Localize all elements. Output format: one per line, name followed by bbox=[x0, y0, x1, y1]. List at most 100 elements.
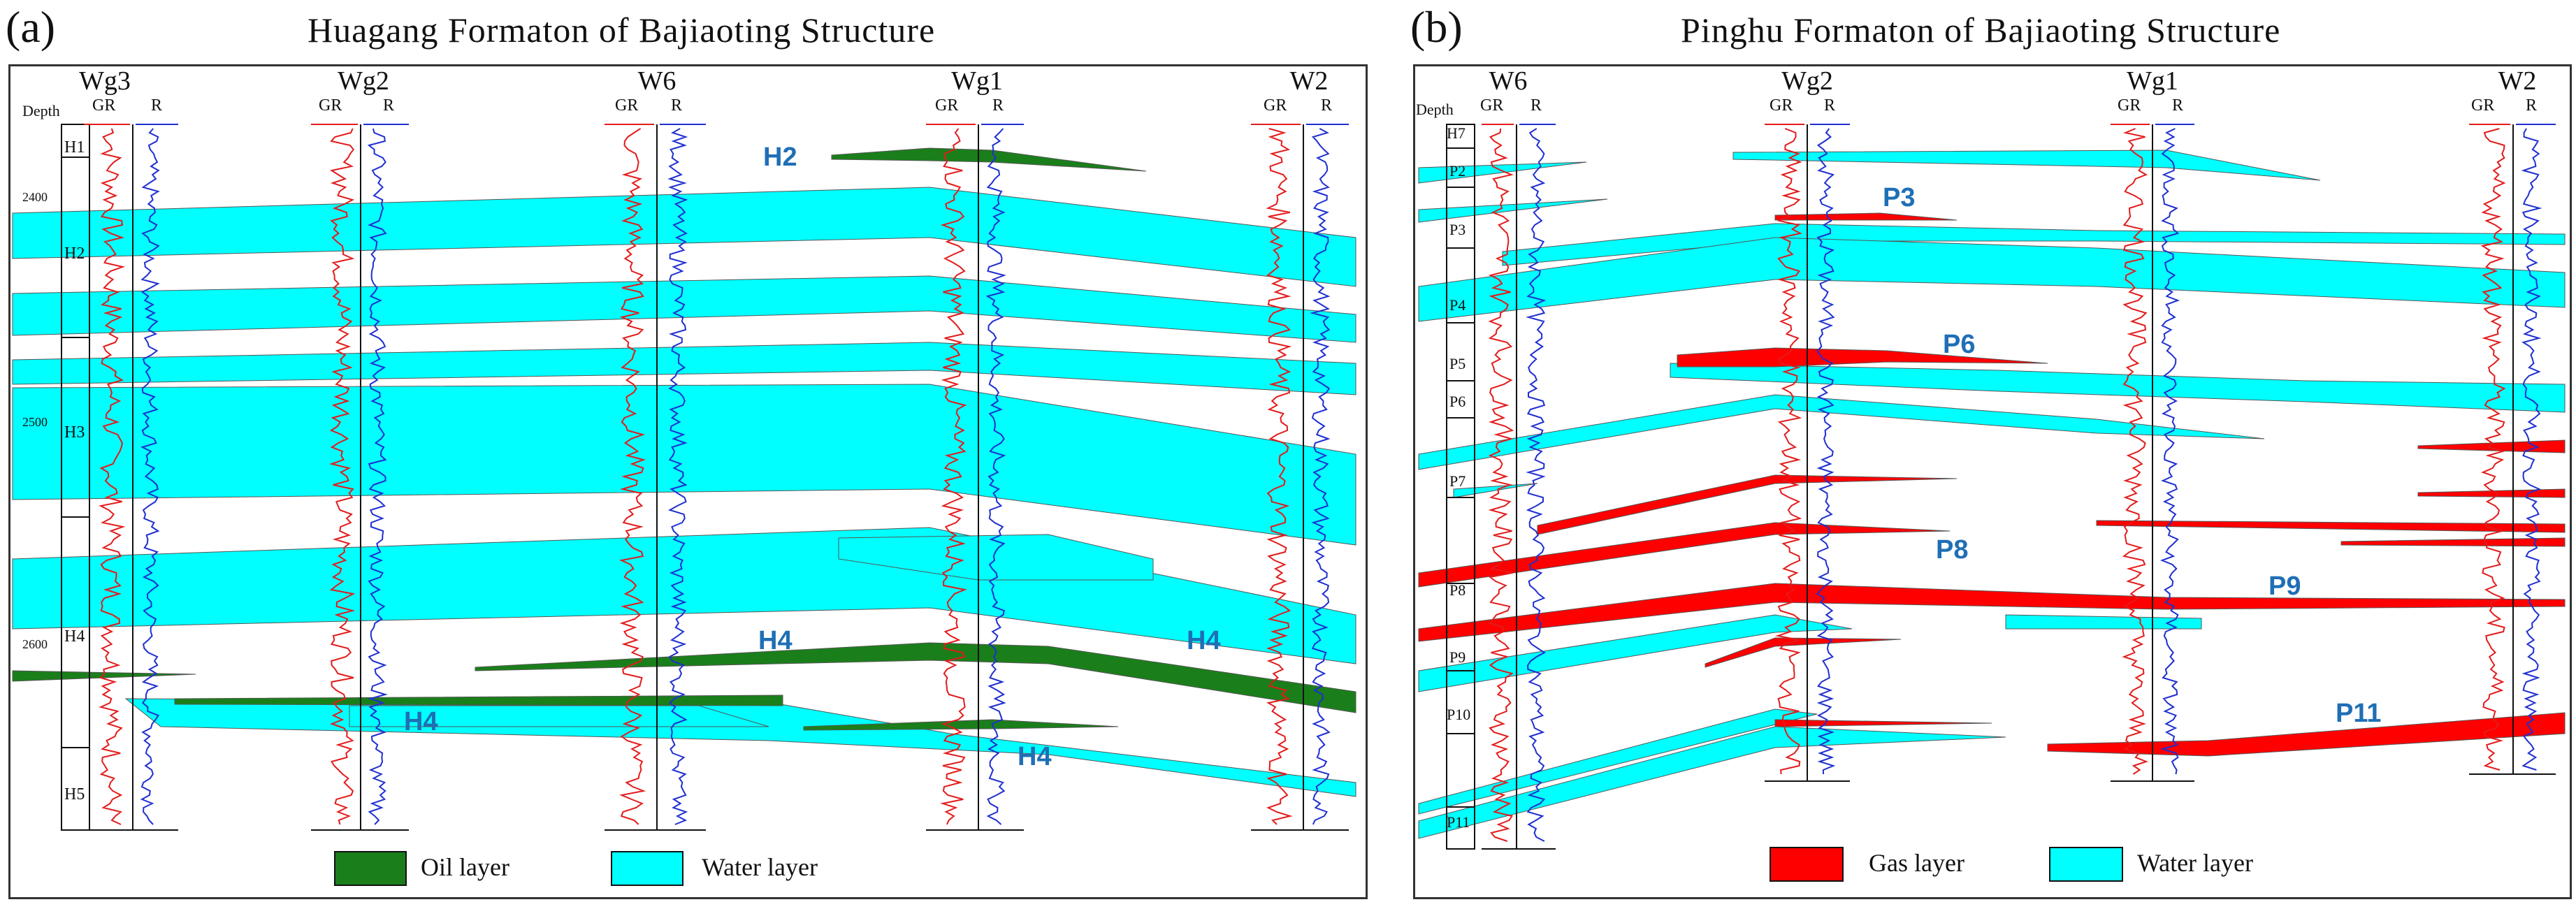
gr-log-curve bbox=[1266, 128, 1293, 825]
gas-layer bbox=[1418, 583, 2566, 642]
water-layer bbox=[12, 527, 1356, 664]
zone-label-h4: H4 bbox=[64, 627, 85, 646]
r-label: R bbox=[1824, 96, 1836, 115]
r-label: R bbox=[383, 96, 395, 115]
oil-layer bbox=[831, 147, 1147, 172]
r-log-curve bbox=[2521, 128, 2542, 771]
zone-label-p2: P2 bbox=[1449, 162, 1466, 180]
r-label: R bbox=[1531, 96, 1542, 115]
r-label: R bbox=[151, 96, 163, 115]
well-name-wg2: Wg2 bbox=[1781, 66, 1833, 96]
zone-label-p7: P7 bbox=[1449, 472, 1466, 490]
zone-label-h3: H3 bbox=[64, 423, 85, 442]
gr-label: GR bbox=[1770, 96, 1793, 115]
depth-tick-label: 2400 bbox=[22, 190, 48, 204]
water-layer bbox=[12, 342, 1356, 395]
r-label: R bbox=[2526, 96, 2538, 115]
water-layer bbox=[1418, 237, 2566, 322]
gr-log-curve bbox=[940, 128, 967, 825]
legend-water-label: Water layer bbox=[2137, 849, 2253, 877]
gr-label: GR bbox=[2471, 96, 2495, 115]
panel-b-depth-track bbox=[1446, 124, 1475, 850]
layer-label-p6: P6 bbox=[1943, 330, 1976, 359]
r-log-curve bbox=[667, 128, 688, 825]
layer-label-p9: P9 bbox=[2269, 572, 2301, 601]
gas-layer bbox=[1774, 212, 1958, 221]
zone-label-p3: P3 bbox=[1449, 221, 1466, 238]
water-layer bbox=[2005, 614, 2202, 630]
gas-layer bbox=[1537, 474, 1958, 535]
r-log-curve bbox=[1526, 128, 1547, 842]
water-layer bbox=[124, 698, 1356, 797]
gr-label: GR bbox=[1264, 96, 1287, 115]
depth-tick-label: 2600 bbox=[22, 637, 48, 651]
zone-label-p5: P5 bbox=[1449, 355, 1466, 372]
oil-layer bbox=[174, 695, 783, 706]
gr-label: GR bbox=[935, 96, 959, 115]
well-name-w6: W6 bbox=[637, 66, 676, 96]
panel-b-frame bbox=[1413, 64, 2572, 899]
gr-log-curve bbox=[328, 128, 356, 825]
well-name-wg3: Wg3 bbox=[79, 66, 131, 96]
water-layer bbox=[12, 187, 1356, 287]
gr-label: GR bbox=[319, 96, 342, 115]
legend-water-swatch bbox=[2049, 847, 2123, 882]
r-log-curve bbox=[1310, 128, 1331, 825]
panel-a-depth-header: Depth bbox=[22, 102, 60, 119]
r-label: R bbox=[992, 96, 1004, 115]
water-layer bbox=[1418, 161, 1587, 184]
gr-label: GR bbox=[92, 96, 116, 115]
panel-b-title: Pinghu Formaton of Bajiaoting Structure bbox=[1681, 10, 2281, 50]
layer-label-h4: H4 bbox=[1018, 742, 1052, 771]
water-layer bbox=[12, 384, 1356, 546]
gas-layer bbox=[1677, 347, 2048, 368]
zone-label-p11: P11 bbox=[1447, 813, 1470, 831]
gr-log-curve bbox=[99, 128, 126, 825]
panel-b-depth-header: Depth bbox=[1416, 101, 1454, 118]
layer-label-p11: P11 bbox=[2336, 699, 2382, 728]
gr-log-curve bbox=[2122, 128, 2148, 775]
layer-label-h4: H4 bbox=[758, 626, 793, 655]
r-log-curve bbox=[367, 128, 388, 825]
water-layer bbox=[1670, 363, 2566, 413]
legend-gas-swatch bbox=[1770, 847, 1844, 882]
gas-layer bbox=[1705, 637, 1902, 668]
legend-water-label: Water layer bbox=[702, 853, 818, 881]
panel-a-frame bbox=[8, 64, 1368, 899]
gr-log-curve bbox=[618, 128, 646, 825]
water-layer bbox=[1418, 198, 1608, 223]
water-layer bbox=[349, 705, 769, 727]
gr-label: GR bbox=[615, 96, 639, 115]
r-log-curve bbox=[2159, 128, 2180, 775]
r-label: R bbox=[2172, 96, 2184, 115]
gr-label: GR bbox=[1480, 96, 1504, 115]
water-layer bbox=[1418, 394, 2265, 470]
well-name-wg1: Wg1 bbox=[2127, 66, 2178, 96]
well-name-w2: W2 bbox=[1289, 66, 1329, 96]
depth-tick-label: 2500 bbox=[22, 415, 48, 429]
zone-label-h1: H1 bbox=[64, 138, 85, 157]
r-log-curve bbox=[985, 128, 1006, 825]
panel-a-label: (a) bbox=[6, 2, 56, 52]
gas-layer bbox=[2340, 537, 2566, 547]
well-name-w2: W2 bbox=[2498, 66, 2537, 96]
zone-label-p8: P8 bbox=[1449, 581, 1466, 599]
zone-label-p6: P6 bbox=[1449, 393, 1466, 410]
water-layer bbox=[1418, 708, 1818, 815]
zone-label-h2: H2 bbox=[64, 245, 85, 263]
gas-layer bbox=[1774, 719, 1992, 727]
well-name-wg1: Wg1 bbox=[951, 66, 1003, 96]
layer-label-p3: P3 bbox=[1883, 183, 1916, 212]
water-layer bbox=[838, 534, 1154, 581]
layer-label-p8: P8 bbox=[1936, 535, 1969, 565]
r-log-curve bbox=[1816, 128, 1836, 775]
r-label: R bbox=[671, 96, 683, 115]
panel-a-depth-track bbox=[61, 124, 90, 831]
gas-layer bbox=[2096, 520, 2566, 533]
zone-label-p10: P10 bbox=[1447, 706, 1471, 723]
layer-label-h4: H4 bbox=[1187, 626, 1221, 655]
legend-gas-label: Gas layer bbox=[1869, 849, 1964, 877]
zone-label-h5: H5 bbox=[64, 785, 85, 803]
gas-layer bbox=[1418, 522, 1951, 588]
